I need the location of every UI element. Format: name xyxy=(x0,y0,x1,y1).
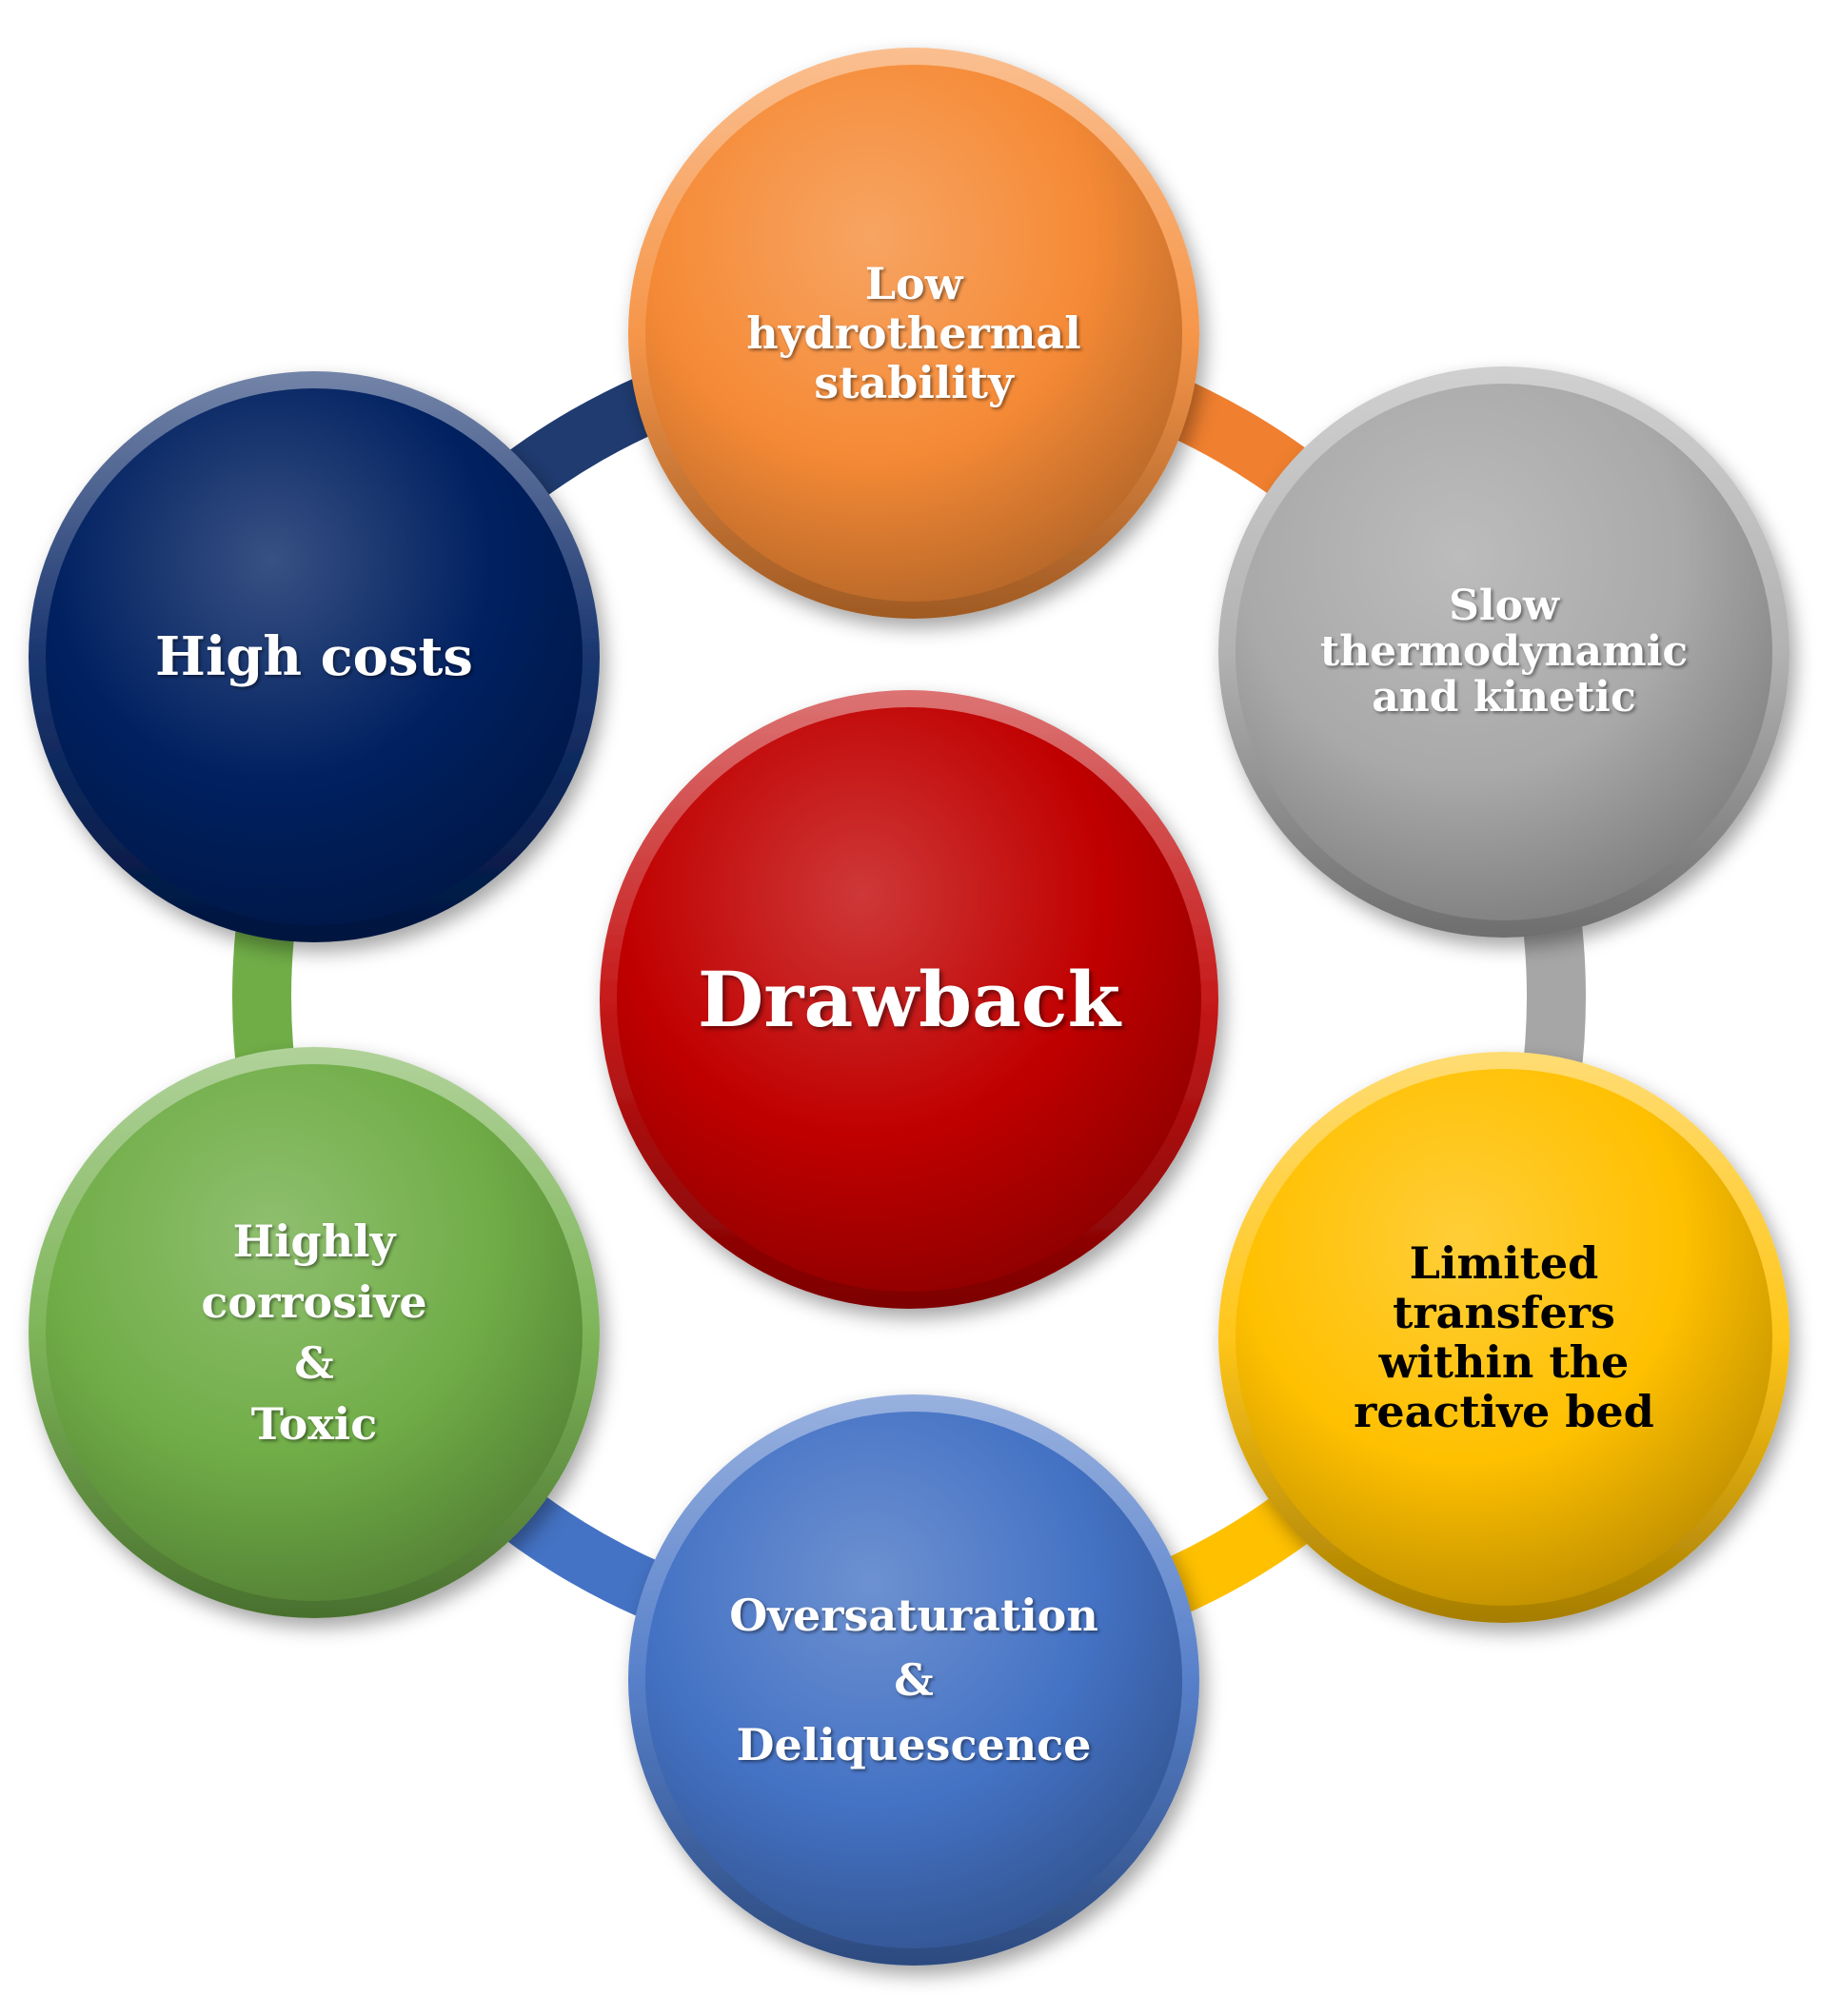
node-oversaturation xyxy=(628,1394,1199,1966)
node-corrosive-face xyxy=(46,1064,583,1601)
node-limited-transfers xyxy=(1218,1052,1790,1623)
node-high-costs-face xyxy=(46,388,583,925)
node-slow-kinetics-face xyxy=(1236,384,1772,920)
node-corrosive xyxy=(29,1047,600,1618)
node-oversaturation-face xyxy=(645,1412,1182,1948)
node-slow-kinetics xyxy=(1218,366,1790,938)
node-high-costs xyxy=(29,371,600,942)
node-hydrothermal xyxy=(628,48,1199,619)
center-circle xyxy=(600,690,1218,1309)
node-hydrothermal-face xyxy=(645,65,1182,602)
node-circles xyxy=(29,48,1790,1966)
node-limited-transfers-face xyxy=(1236,1069,1772,1606)
center-circle-face xyxy=(617,707,1201,1292)
